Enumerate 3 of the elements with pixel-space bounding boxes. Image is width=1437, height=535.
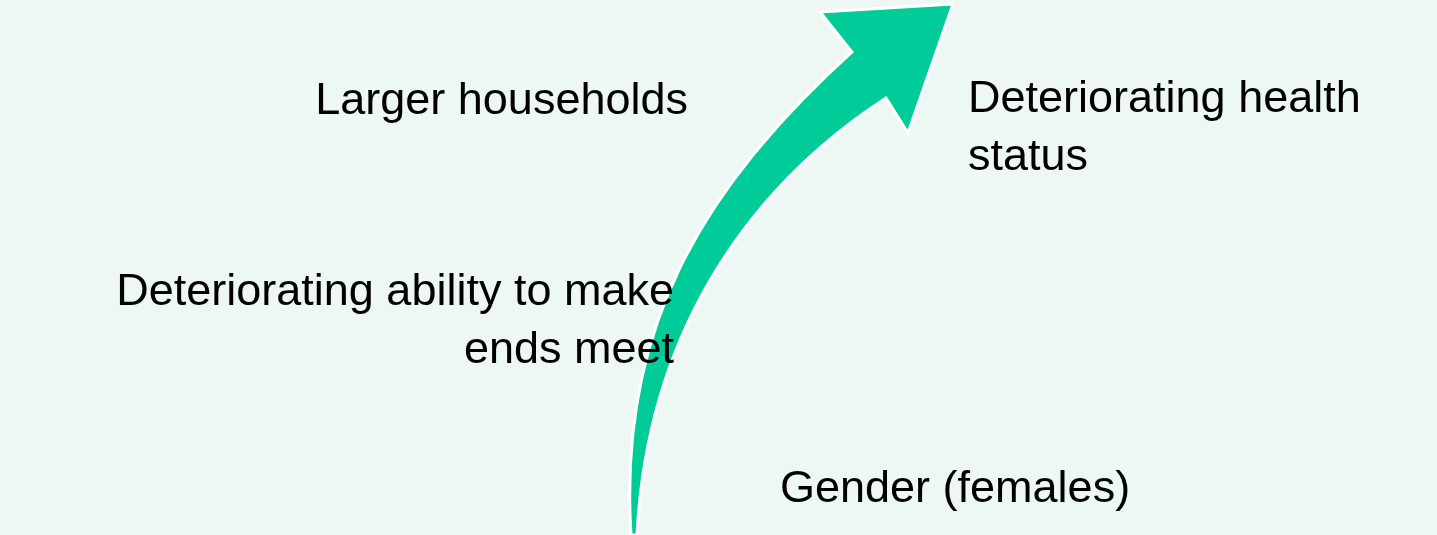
factor-label: Larger households bbox=[314, 72, 688, 126]
factor-label: Gender (females) bbox=[780, 460, 1132, 514]
factor-label: Deteriorating health status bbox=[968, 70, 1362, 182]
